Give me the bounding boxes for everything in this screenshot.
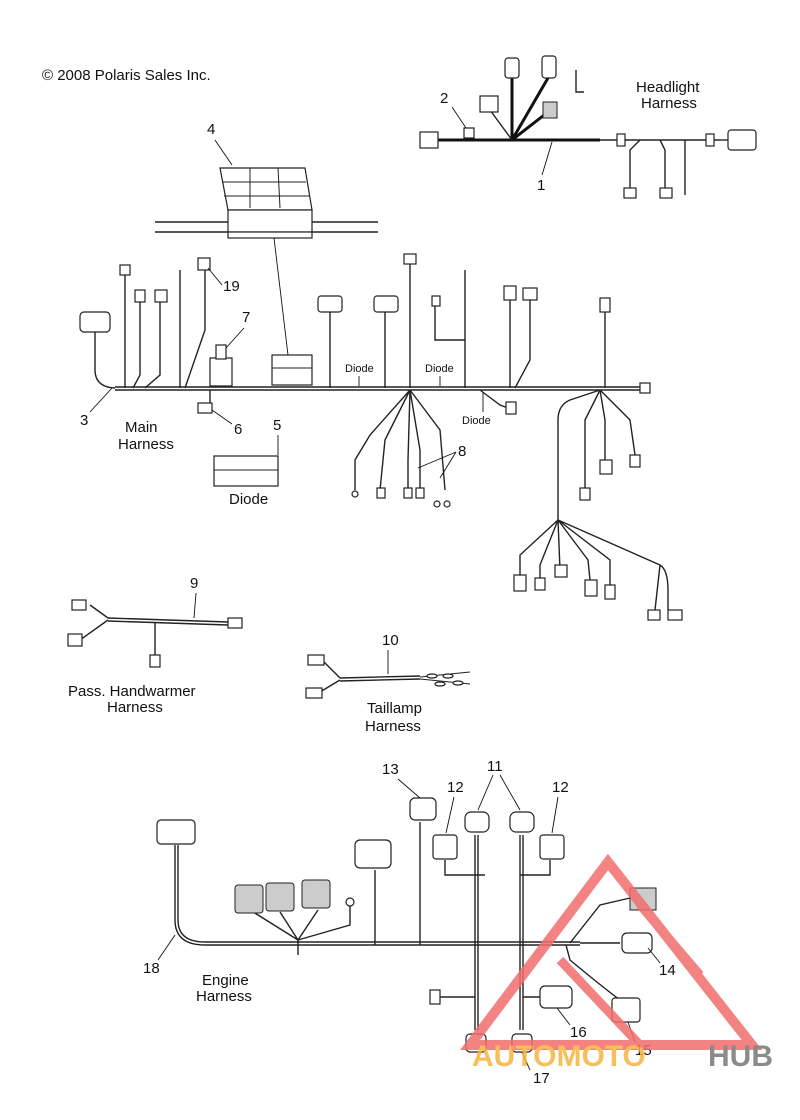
engine-sensor-11b [509, 811, 535, 833]
watermark-text-2: HUB [708, 1040, 773, 1073]
callout-16: 16 [570, 1024, 587, 1041]
callout-12b: 12 [552, 779, 569, 796]
copyright-text: © 2008 Polaris Sales Inc. [42, 67, 211, 84]
diode-label-3: Diode [462, 415, 491, 427]
diode-box [213, 455, 279, 487]
main-connector-j [599, 297, 611, 313]
main-ecu-connector [79, 311, 111, 333]
callout-8: 8 [458, 443, 466, 460]
diode-label: Diode [229, 491, 268, 508]
main-label-1: Main [125, 419, 158, 436]
main-connector-6 [197, 402, 213, 414]
main-connector-d [317, 295, 343, 313]
callout-12a: 12 [447, 779, 464, 796]
main-connector-19 [197, 257, 211, 271]
handwarmer-harness: Pass. Handwarmer Harness [67, 599, 243, 716]
ignition-coil-2 [265, 882, 295, 912]
main-fuse-block [271, 354, 313, 386]
main-end-connector [639, 382, 651, 394]
engine-connector-13 [409, 797, 437, 821]
handwarmer-label-1: Pass. Handwarmer [68, 683, 196, 700]
callout-14: 14 [659, 962, 676, 979]
watermark-text-1: AUTOMOTO [472, 1040, 646, 1073]
callout-1: 1 [537, 177, 545, 194]
headlight-small-connector [479, 95, 499, 113]
watermark-logo: AUTOMOTO HUB [459, 853, 773, 1073]
callout-10: 10 [382, 632, 399, 649]
handwarmer-connector-1 [71, 599, 87, 611]
taillamp-connector-2 [305, 687, 323, 699]
taillamp-harness: Taillamp Harness [305, 654, 471, 735]
headlight-main-connector [727, 129, 757, 151]
engine-main-connector [156, 819, 196, 845]
engine-sensor-12a [432, 834, 458, 860]
engine-label-1: Engine [202, 972, 249, 989]
main-connector-i [522, 287, 538, 301]
ignition-coil-1 [234, 884, 264, 914]
headlight-bulb-connector-1 [504, 57, 520, 79]
main-connector-b [134, 289, 146, 303]
diode-part: Diode [213, 455, 279, 508]
main-label-2: Harness [118, 436, 174, 453]
handwarmer-label-2: Harness [107, 699, 163, 716]
callout-3: 3 [80, 412, 88, 429]
main-connector-g [431, 295, 441, 307]
callout-11: 11 [487, 758, 503, 775]
engine-connector-14 [621, 932, 653, 954]
callout-9: 9 [190, 575, 198, 592]
headlight-plug-2 [659, 187, 673, 199]
handwarmer-connector-3 [149, 654, 161, 668]
headlight-bulb-connector-2 [541, 55, 557, 79]
headlight-label-1: Headlight [636, 79, 700, 96]
handwarmer-connector-4 [227, 617, 243, 629]
headlight-harness: Headlight Harness [419, 55, 757, 199]
fuse-box [155, 167, 378, 356]
main-harness: Diode Diode Diode [79, 253, 683, 621]
engine-sensor-11a [464, 811, 490, 833]
callout-5: 5 [273, 417, 281, 434]
headlight-sleeve [616, 133, 626, 147]
callout-17: 17 [533, 1070, 550, 1087]
callout-2: 2 [440, 90, 448, 107]
headlight-clip [463, 127, 475, 139]
engine-harness: Engine Harness [156, 797, 657, 1053]
callout-18: 18 [143, 960, 160, 977]
handwarmer-connector-2 [67, 633, 83, 647]
engine-sensor-12b [539, 834, 565, 860]
engine-label-2: Harness [196, 988, 252, 1005]
callout-4: 4 [207, 121, 215, 138]
engine-connector-16 [539, 985, 573, 1009]
callouts: 1 2 3 4 5 6 7 8 9 10 11 12 12 13 14 15 1… [80, 90, 676, 1087]
ignition-coil-3 [301, 879, 331, 909]
headlight-end-connector [419, 131, 439, 149]
main-connector-e [373, 295, 399, 313]
taillamp-label-2: Harness [365, 718, 421, 735]
callout-13: 13 [382, 761, 399, 778]
diode-label-1: Diode [345, 363, 374, 375]
engine-connector-b [354, 839, 392, 869]
taillamp-connector-1 [307, 654, 325, 666]
main-connector-a [119, 264, 131, 276]
headlight-sleeve-2 [705, 133, 715, 147]
main-connector-h [503, 285, 517, 301]
headlight-label-2: Harness [641, 95, 697, 112]
main-connector-f [403, 253, 417, 265]
callout-19: 19 [223, 278, 240, 295]
taillamp-label-1: Taillamp [367, 700, 422, 717]
headlight-relay [542, 101, 558, 119]
diode-label-2: Diode [425, 363, 454, 375]
callout-7: 7 [242, 309, 250, 326]
callout-6: 6 [234, 421, 242, 438]
main-relay-7 [209, 357, 233, 387]
main-connector-c [154, 289, 168, 303]
headlight-plug-1 [623, 187, 637, 199]
